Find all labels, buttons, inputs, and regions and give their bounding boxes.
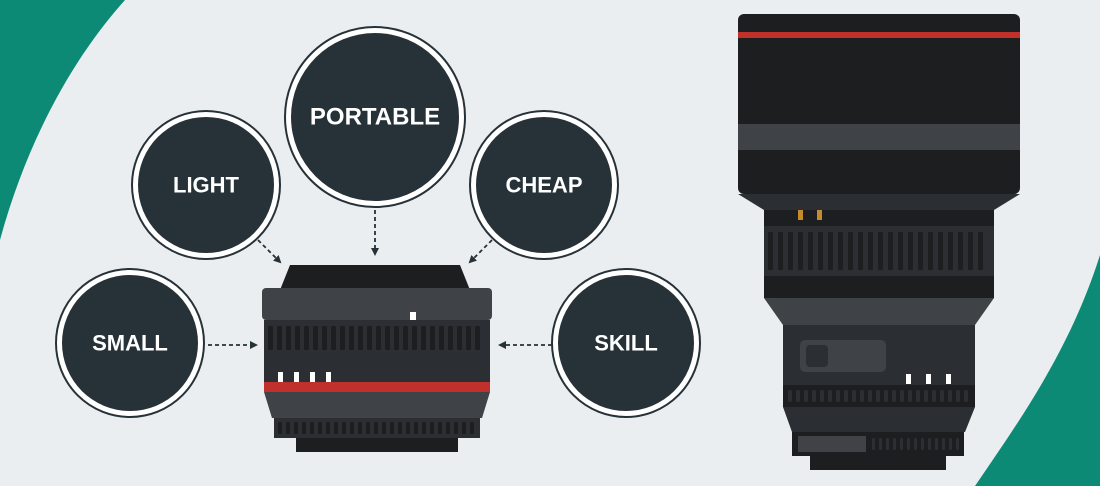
bubble-skill: SKILL [551, 268, 701, 418]
bubble-label-skill: SKILL [594, 331, 658, 356]
teal-corner-top-left [0, 0, 125, 240]
bubble-cheap: CHEAP [469, 110, 619, 260]
bubble-portable: PORTABLE [284, 26, 466, 208]
large-lens-icon [738, 14, 1020, 470]
bubble-label-light: LIGHT [173, 173, 240, 198]
bubble-light: LIGHT [131, 110, 281, 260]
bubble-label-portable: PORTABLE [310, 104, 440, 131]
small-lens-icon [262, 265, 492, 452]
teal-corner-bottom-right [975, 255, 1100, 486]
bubble-label-small: SMALL [92, 331, 168, 356]
bubble-label-cheap: CHEAP [505, 173, 582, 198]
dashed-arrow-icon [208, 210, 552, 349]
bubble-small: SMALL [55, 268, 205, 418]
